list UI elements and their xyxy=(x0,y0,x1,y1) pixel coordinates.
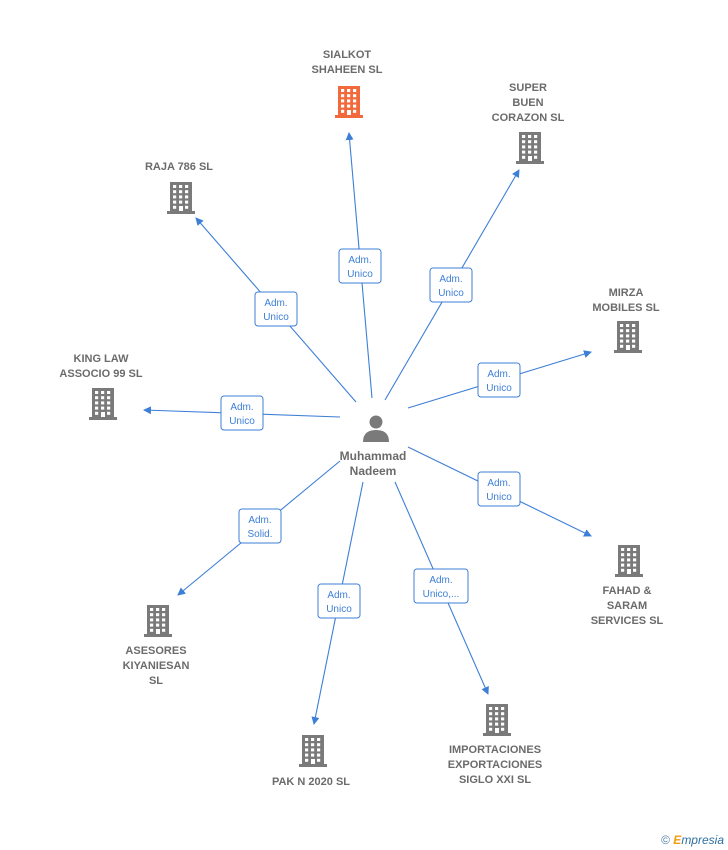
company-name-line: MIRZA xyxy=(609,287,644,299)
role-badge-box xyxy=(429,267,473,303)
copyright-symbol: © xyxy=(661,833,670,847)
person-icon xyxy=(363,415,389,442)
nodes-layer: SIALKOT SHAHEEN SL SUPER BUEN CORAZON SL RAJA… xyxy=(59,49,663,788)
role-badge-king-law[interactable]: Adm. Unico xyxy=(220,395,264,431)
role-badge-mirza[interactable]: Adm. Unico xyxy=(477,362,521,398)
company-node-king-law[interactable]: KING LAW ASSOCIO 99 SL xyxy=(59,353,143,420)
building-icon xyxy=(335,86,363,118)
company-name-line: SERVICES SL xyxy=(591,615,664,627)
role-badge-importaciones[interactable]: Adm. Unico,... xyxy=(413,568,469,604)
company-name-line: RAJA 786 SL xyxy=(145,161,213,173)
role-badge-text: Solid. xyxy=(247,529,272,540)
company-name-line: CORAZON SL xyxy=(492,112,565,124)
role-badge-fahad[interactable]: Adm. Unico xyxy=(477,471,521,507)
role-badge-box xyxy=(220,395,264,431)
company-node-sialkot[interactable]: SIALKOT SHAHEEN SL xyxy=(312,49,383,118)
role-badge-box xyxy=(254,291,298,327)
company-name-line: MOBILES SL xyxy=(592,302,660,314)
building-icon xyxy=(299,735,327,767)
company-name-line: FAHAD & xyxy=(603,585,652,597)
building-icon xyxy=(516,132,544,164)
role-badge-text: Unico xyxy=(486,383,512,394)
building-icon xyxy=(89,388,117,420)
role-badge-text: Adm. xyxy=(264,298,287,309)
role-badge-text: Unico xyxy=(347,269,373,280)
role-badge-box xyxy=(477,471,521,507)
footer-credit[interactable]: © Empresia xyxy=(661,833,724,847)
role-badge-text: Adm. xyxy=(248,515,271,526)
role-badge-text: Unico xyxy=(229,416,255,427)
role-badge-super-buen[interactable]: Adm. Unico xyxy=(429,267,473,303)
role-badge-text: Unico xyxy=(486,492,512,503)
role-badge-text: Adm. xyxy=(439,274,462,285)
role-badge-text: Unico xyxy=(263,312,289,323)
person-name-line: Muhammad xyxy=(340,449,407,463)
role-badge-box xyxy=(413,568,469,604)
role-badge-box xyxy=(317,583,361,619)
company-name-line: SL xyxy=(149,675,163,687)
company-name-line: SARAM xyxy=(607,600,647,612)
role-badge-text: Adm. xyxy=(429,575,452,586)
company-node-pak[interactable]: PAK N 2020 SL xyxy=(272,735,350,788)
role-badge-text: Unico xyxy=(326,604,352,615)
company-node-raja[interactable]: RAJA 786 SL xyxy=(145,161,213,214)
company-name-line: SHAHEEN SL xyxy=(312,64,383,76)
company-node-asesores[interactable]: ASESORES KIYANIESAN SL xyxy=(123,605,190,687)
role-badge-text: Adm. xyxy=(327,590,350,601)
role-badge-pak[interactable]: Adm. Unico xyxy=(317,583,361,619)
role-badge-raja[interactable]: Adm. Unico xyxy=(254,291,298,327)
company-name-line: SIALKOT xyxy=(323,49,372,61)
role-badge-text: Unico,... xyxy=(423,589,460,600)
company-node-super-buen[interactable]: SUPER BUEN CORAZON SL xyxy=(492,82,565,164)
building-icon xyxy=(144,605,172,637)
role-badge-text: Adm. xyxy=(487,478,510,489)
company-name-line: KIYANIESAN xyxy=(123,660,190,672)
company-name-line: EXPORTACIONES xyxy=(448,759,543,771)
role-badge-text: Adm. xyxy=(487,369,510,380)
company-name-line: BUEN xyxy=(512,97,543,109)
building-icon xyxy=(614,321,642,353)
brand-logo-initial: E xyxy=(673,833,682,847)
role-badge-text: Unico xyxy=(438,288,464,299)
building-icon xyxy=(167,182,195,214)
company-name-line: IMPORTACIONES xyxy=(449,744,541,756)
brand-logo-text: mpresia xyxy=(681,833,724,847)
building-icon xyxy=(615,545,643,577)
role-badge-box xyxy=(477,362,521,398)
company-name-line: KING LAW xyxy=(74,353,130,365)
company-name-line: PAK N 2020 SL xyxy=(272,776,350,788)
role-badge-text: Adm. xyxy=(348,255,371,266)
role-badge-asesores[interactable]: Adm. Solid. xyxy=(238,508,282,544)
role-badge-sialkot[interactable]: Adm. Unico xyxy=(338,248,382,284)
building-icon xyxy=(483,704,511,736)
role-badge-box xyxy=(338,248,382,284)
company-name-line: ASSOCIO 99 SL xyxy=(59,368,142,380)
company-name-line: SIGLO XXI SL xyxy=(459,774,531,786)
person-name-line: Nadeem xyxy=(350,464,397,478)
role-badge-box xyxy=(238,508,282,544)
company-name-line: ASESORES xyxy=(125,645,186,657)
company-node-fahad[interactable]: FAHAD & SARAM SERVICES SL xyxy=(591,545,664,627)
company-node-mirza[interactable]: MIRZA MOBILES SL xyxy=(592,287,660,353)
company-node-importaciones[interactable]: IMPORTACIONES EXPORTACIONES SIGLO XXI SL xyxy=(448,704,543,786)
company-name-line: SUPER xyxy=(509,82,547,94)
role-badge-text: Adm. xyxy=(230,402,253,413)
